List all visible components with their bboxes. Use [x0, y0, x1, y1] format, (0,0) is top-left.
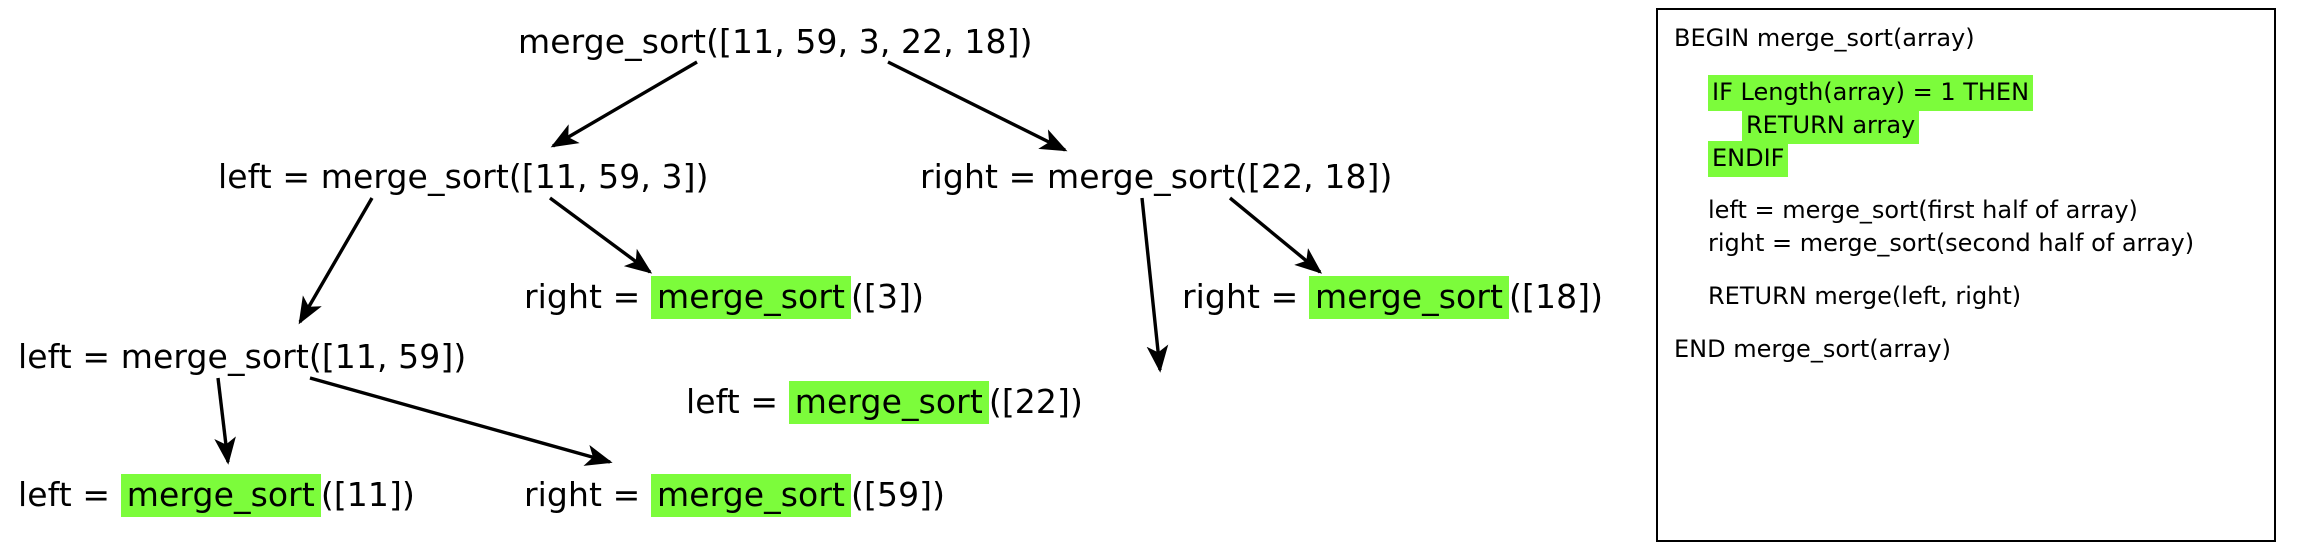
- pseudocode-line: RETURN array: [1674, 108, 2268, 144]
- node-args: ([11]): [320, 475, 415, 514]
- pseudocode-text: END merge_sort(array): [1674, 335, 1951, 363]
- node-label-prefix: left =: [686, 382, 789, 421]
- pseudocode-text: left = merge_sort(first half of array): [1708, 196, 2138, 224]
- pseudocode-text: BEGIN merge_sort(array): [1674, 24, 1975, 52]
- arrow-l2left-to-left: [214, 377, 236, 465]
- tree-node-l2-right-left: left = merge_sort([22]): [686, 381, 1083, 424]
- pseudocode-line: IF Length(array) = 1 THEN: [1674, 75, 2268, 111]
- node-args: ([3]): [851, 277, 925, 316]
- arrow-l1right-to-right: [1228, 196, 1323, 274]
- arrow-root-to-left: [550, 60, 698, 148]
- tree-node-l3-right: right = merge_sort([59]): [524, 474, 946, 517]
- tree-node-root: merge_sort([11, 59, 3, 22, 18]): [518, 22, 1033, 62]
- node-label-prefix: right =: [524, 277, 651, 316]
- node-call-text: right = merge_sort([22, 18]): [920, 157, 1393, 196]
- node-args: ([22]): [988, 382, 1083, 421]
- pseudocode-blank-line: [1674, 174, 2268, 194]
- tree-node-l2-left: left = merge_sort([11, 59]): [18, 337, 466, 377]
- tree-node-l1-right: right = merge_sort([22, 18]): [920, 157, 1393, 197]
- tree-node-l1-left: left = merge_sort([11, 59, 3]): [218, 157, 709, 197]
- arrow-l2left-to-right: [309, 376, 613, 466]
- node-args: ([59]): [851, 475, 946, 514]
- tree-node-l3-left: left = merge_sort([11]): [18, 474, 415, 517]
- tree-node-l2-right: right = merge_sort([3]): [524, 276, 925, 319]
- node-call-text: merge_sort([11, 59, 3, 22, 18]): [518, 22, 1033, 61]
- node-call-highlight: merge_sort: [650, 276, 852, 319]
- node-call-highlight: merge_sort: [1308, 276, 1510, 319]
- pseudocode-line: left = merge_sort(first half of array): [1674, 194, 2268, 227]
- arrow-l1right-to-left: [1140, 197, 1169, 373]
- pseudocode-line: BEGIN merge_sort(array): [1674, 22, 2268, 55]
- arrow-l1left-to-left: [298, 197, 374, 325]
- node-call-highlight: merge_sort: [788, 381, 989, 424]
- arrow-root-to-right: [887, 60, 1068, 152]
- tree-node-l2-right-right: right = merge_sort([18]): [1182, 276, 1604, 319]
- pseudocode-line: ENDIF: [1674, 141, 2268, 177]
- pseudocode-blank-line: [1674, 260, 2268, 280]
- pseudocode-line: RETURN merge(left, right): [1674, 280, 2268, 313]
- pseudocode-text: RETURN merge(left, right): [1708, 282, 2022, 310]
- pseudocode-line: right = merge_sort(second half of array): [1674, 227, 2268, 260]
- arrow-l1left-to-right: [548, 196, 653, 274]
- node-label-prefix: right =: [1182, 277, 1309, 316]
- pseudocode-text-highlighted: RETURN array: [1742, 108, 1920, 144]
- pseudocode-text-highlighted: ENDIF: [1708, 141, 1789, 177]
- node-call-highlight: merge_sort: [120, 474, 321, 517]
- pseudocode-text-highlighted: IF Length(array) = 1 THEN: [1708, 75, 2034, 111]
- pseudocode-text: right = merge_sort(second half of array): [1708, 229, 2195, 257]
- pseudocode-blank-line: [1674, 55, 2268, 75]
- node-label-prefix: left =: [18, 475, 121, 514]
- node-call-text: left = merge_sort([11, 59, 3]): [218, 157, 709, 196]
- node-label-prefix: right =: [524, 475, 651, 514]
- recursion-tree-panel: merge_sort([11, 59, 3, 22, 18]) left = m…: [18, 22, 1604, 517]
- node-call-text: left = merge_sort([11, 59]): [18, 337, 467, 376]
- pseudocode-listing: BEGIN merge_sort(array) IF Length(array) …: [1674, 22, 2268, 366]
- pseudocode-line: END merge_sort(array): [1674, 333, 2268, 366]
- node-args: ([18]): [1509, 277, 1604, 316]
- pseudocode-panel: BEGIN merge_sort(array) IF Length(array) …: [1656, 8, 2276, 542]
- pseudocode-blank-line: [1674, 313, 2268, 333]
- node-call-highlight: merge_sort: [650, 474, 852, 517]
